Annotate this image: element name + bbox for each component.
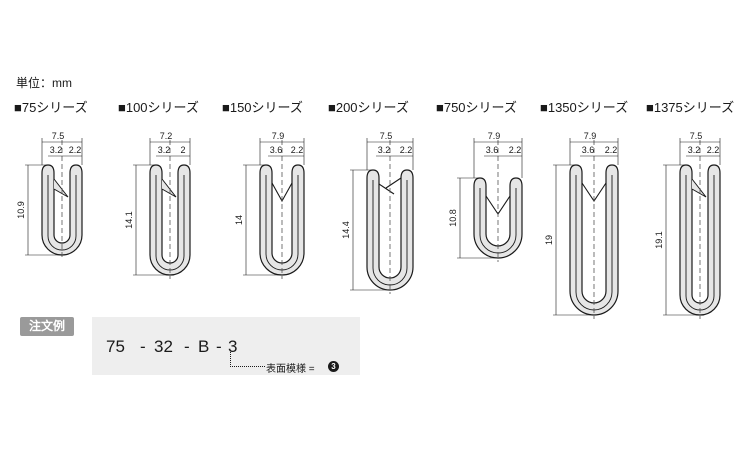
width-dimension-label: 7.2 (160, 131, 173, 141)
series-label-750: ■750シリーズ (436, 100, 517, 115)
sub-dimension-label-2: 2.2 (400, 145, 413, 155)
sub-dimension-label-2: 2.2 (605, 145, 618, 155)
sub-dimension-label-1: 3.2 (688, 145, 701, 155)
order-example-box: 75 - 32 - B - 3 表面模様 = 3 (92, 317, 360, 375)
height-dimension-label: 19 (544, 235, 554, 245)
height-dimension-label: 10.8 (448, 209, 458, 227)
sub-dimension-label-1: 3.6 (486, 145, 499, 155)
profile-lip (161, 178, 177, 198)
surface-pattern-label: 表面模様 = (266, 364, 315, 375)
sub-dimension-label-1: 3.2 (158, 145, 171, 155)
series-label-100: ■100シリーズ (118, 100, 199, 115)
series-label-1375: ■1375シリーズ (646, 100, 735, 115)
profile-core-line (47, 175, 77, 251)
sub-dimension-label-1: 3.2 (378, 145, 391, 155)
height-dimension-label: 14 (234, 215, 244, 225)
sub-dimension-label-2: 2.2 (509, 145, 522, 155)
width-dimension-label: 7.9 (488, 131, 501, 141)
height-dimension-label: 14.1 (124, 211, 134, 229)
sub-dimension-label-1: 3.6 (270, 145, 283, 155)
width-dimension-label: 7.5 (380, 131, 393, 141)
unit-label: 単位：mm (16, 76, 72, 90)
height-dimension-label: 19.1 (654, 231, 664, 249)
height-dimension-label: 10.9 (16, 201, 26, 219)
surface-number-badge: 3 (328, 361, 339, 372)
sub-dimension-label-2: 2 (180, 145, 185, 155)
width-dimension-label: 7.5 (52, 131, 65, 141)
profile-lip (691, 178, 707, 198)
width-dimension-label: 7.5 (690, 131, 703, 141)
profile-outer-shape (569, 164, 619, 316)
surface-leader-line (230, 350, 265, 367)
width-dimension-label: 7.9 (272, 131, 285, 141)
order-code-sep: - (140, 337, 146, 356)
order-code-series: 75 (106, 337, 125, 356)
order-code-size: 32 (154, 337, 173, 356)
profile-outer-shape (473, 177, 523, 259)
profile-lip (53, 178, 69, 198)
sub-dimension-label-2: 2.2 (707, 145, 720, 155)
sub-dimension-label-2: 2.2 (69, 145, 82, 155)
profile-outer-shape (259, 164, 305, 276)
sub-dimension-label-1: 3.6 (582, 145, 595, 155)
series-label-1350: ■1350シリーズ (540, 100, 629, 115)
order-code-sep: - (184, 337, 190, 356)
series-label-150: ■150シリーズ (222, 100, 303, 115)
profile-outer-shape (149, 164, 191, 276)
series-label-75: ■75シリーズ (14, 100, 88, 115)
height-dimension-label: 14.4 (341, 221, 351, 239)
profile-outer-shape (679, 164, 721, 316)
profile-outer-shape (366, 169, 414, 291)
sub-dimension-label-2: 2.2 (291, 145, 304, 155)
profile-drawings: 7.5 3.2 2.2 10.9 7.2 3.2 2 14.1 7.9 3.6 2.2 14 7.5 3.… (16, 131, 721, 319)
order-code-sep: - (216, 337, 222, 356)
profile-lip (378, 177, 402, 195)
width-dimension-label: 7.9 (584, 131, 597, 141)
sub-dimension-label-1: 3.2 (50, 145, 63, 155)
series-label-200: ■200シリーズ (328, 100, 409, 115)
profile-outer-shape (41, 164, 83, 256)
order-example-badge: 注文例 (20, 317, 74, 336)
order-code-color: B (198, 337, 210, 356)
order-code-surface: 3 (228, 337, 238, 356)
